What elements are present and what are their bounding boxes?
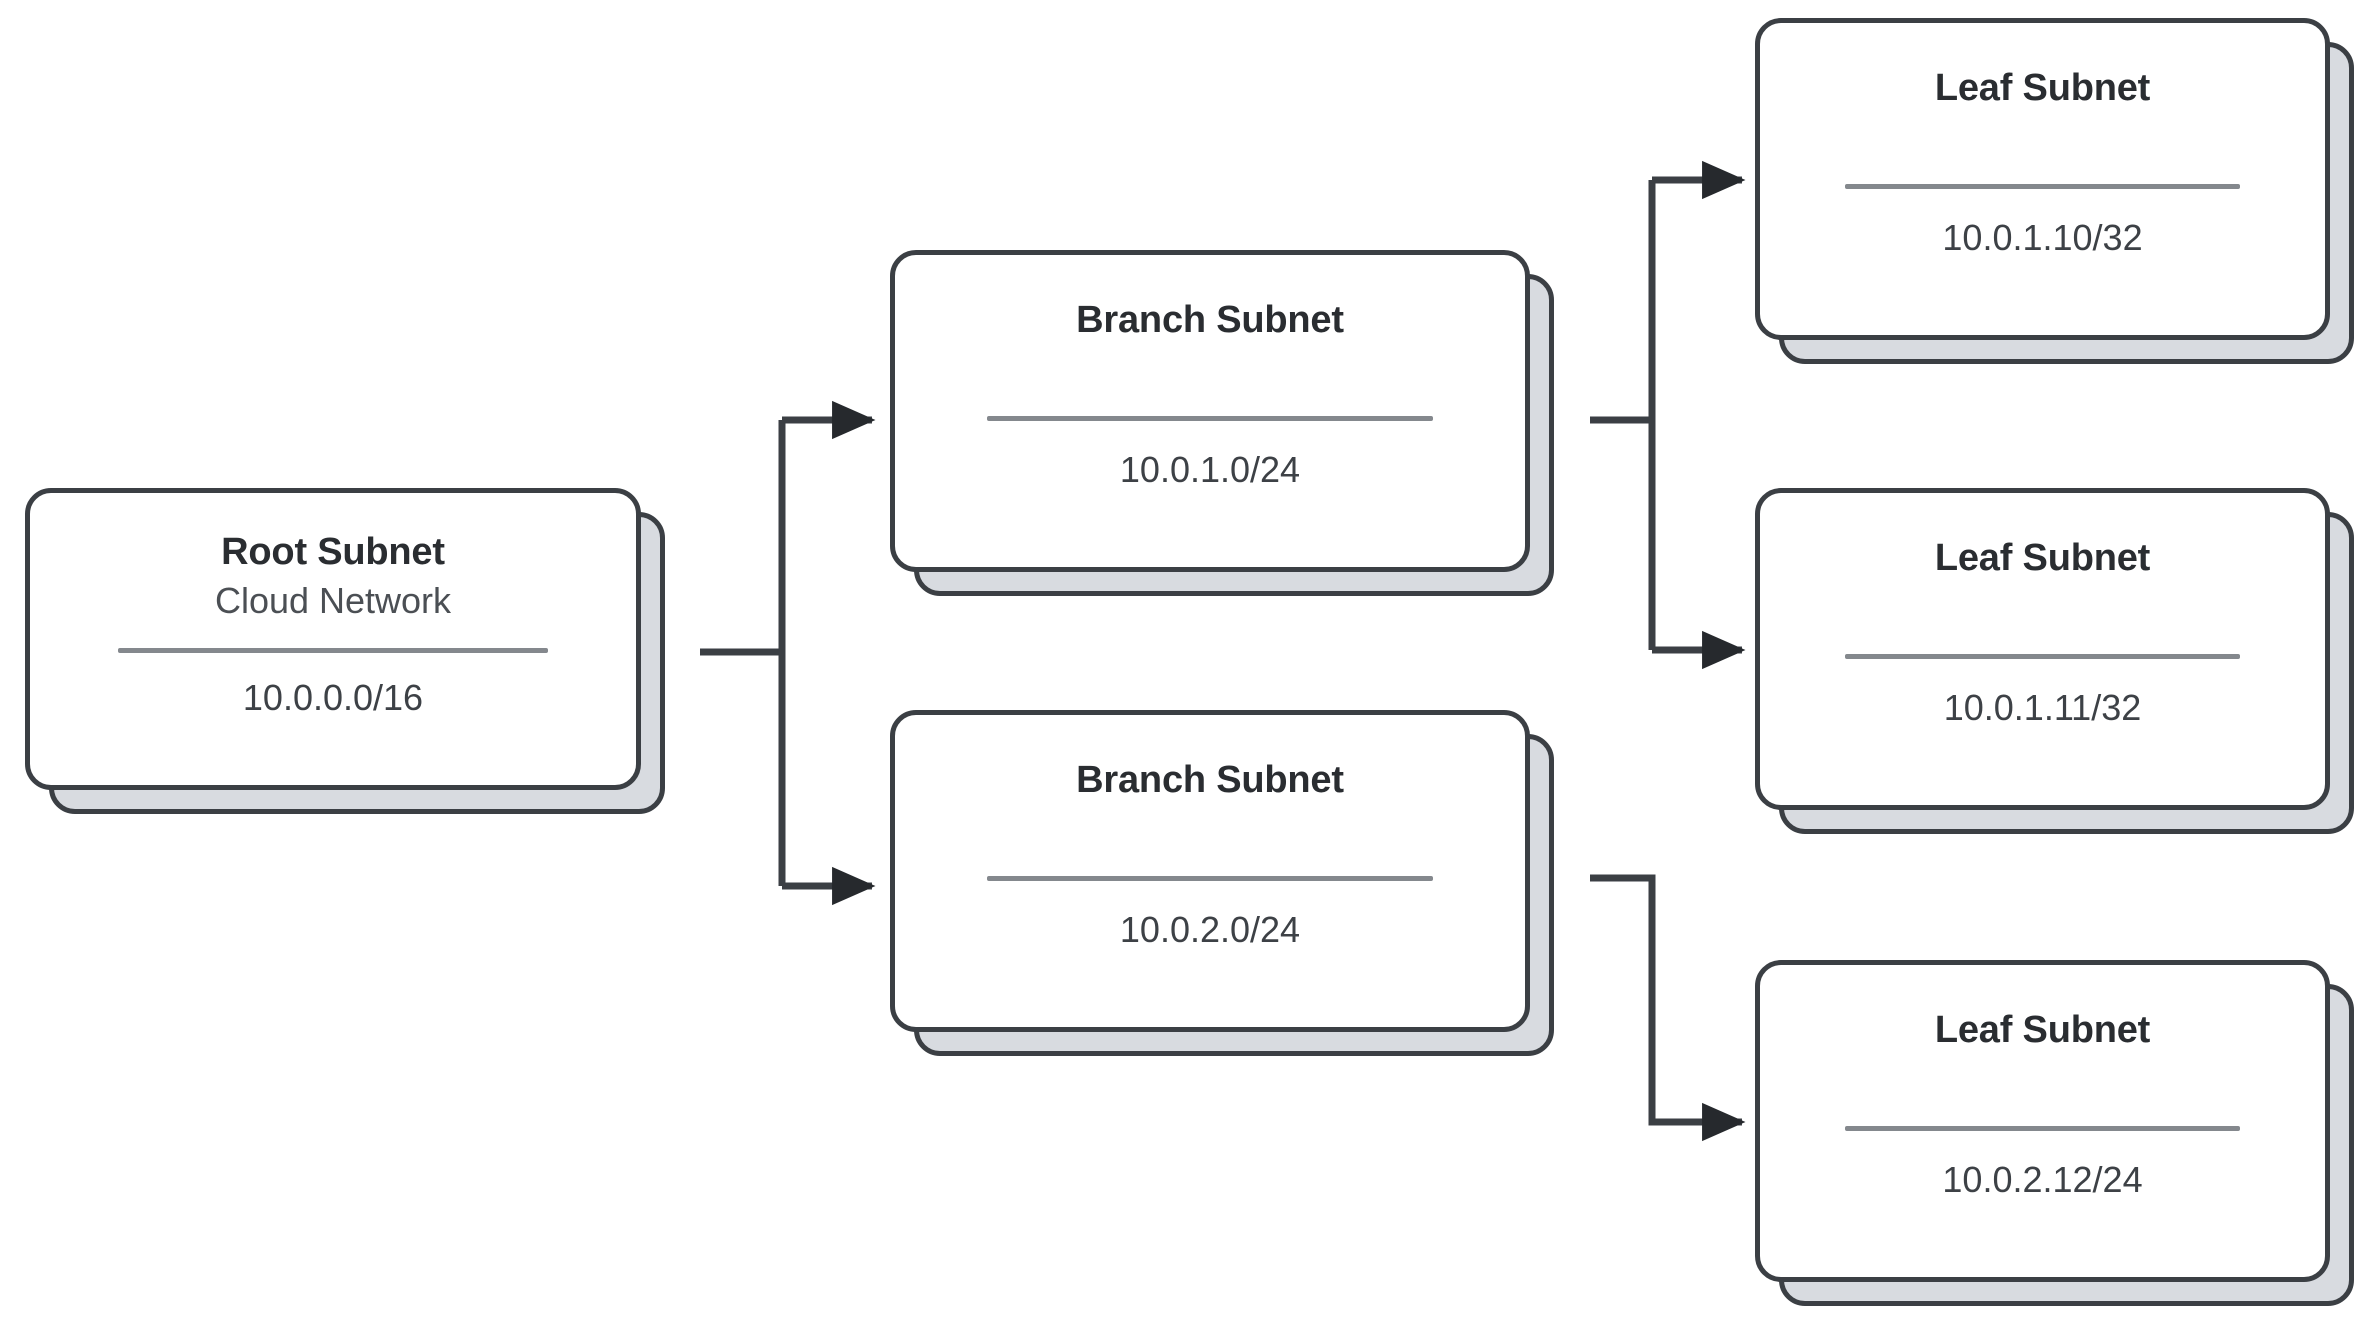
node-title: Root Subnet xyxy=(221,531,445,573)
node-subtitle: Cloud Network xyxy=(214,579,452,621)
node-root-subnet[interactable]: Root Subnet Cloud Network 10.0.0.0/16 xyxy=(25,488,665,814)
node-cidr: 10.0.1.0/24 xyxy=(1119,448,1301,490)
node-cidr: 10.0.1.11/32 xyxy=(1943,686,2142,728)
node-divider xyxy=(986,875,1434,881)
node-title: Branch Subnet xyxy=(1076,759,1344,801)
node-title: Leaf Subnet xyxy=(1934,537,2151,579)
node-leaf-subnet-2[interactable]: Leaf Subnet 10.0.1.11/32 xyxy=(1755,488,2354,834)
node-divider xyxy=(1845,653,2240,659)
node-cidr: 10.0.1.10/32 xyxy=(1942,216,2143,258)
node-leaf-subnet-1[interactable]: Leaf Subnet 10.0.1.10/32 xyxy=(1755,18,2354,364)
node-branch-subnet-2[interactable]: Branch Subnet 10.0.2.0/24 xyxy=(890,710,1554,1056)
node-title: Leaf Subnet xyxy=(1934,1009,2151,1051)
node-title: Branch Subnet xyxy=(1076,299,1344,341)
node-divider xyxy=(1845,183,2240,189)
card-face: Root Subnet Cloud Network 10.0.0.0/16 xyxy=(25,488,641,790)
node-cidr: 10.0.2.12/24 xyxy=(1942,1158,2143,1200)
node-divider xyxy=(1845,1125,2240,1131)
card-face: Leaf Subnet 10.0.2.12/24 xyxy=(1755,960,2330,1282)
card-face: Branch Subnet 10.0.1.0/24 xyxy=(890,250,1530,572)
card-face: Branch Subnet 10.0.2.0/24 xyxy=(890,710,1530,1032)
card-face: Leaf Subnet 10.0.1.10/32 xyxy=(1755,18,2330,340)
node-cidr: 10.0.0.0/16 xyxy=(242,677,424,719)
node-divider xyxy=(986,415,1434,421)
node-branch-subnet-1[interactable]: Branch Subnet 10.0.1.0/24 xyxy=(890,250,1554,596)
node-divider xyxy=(117,648,549,654)
edge-branch-2-to-leaf-3 xyxy=(1590,874,1746,1142)
node-title: Leaf Subnet xyxy=(1934,67,2151,109)
node-leaf-subnet-3[interactable]: Leaf Subnet 10.0.2.12/24 xyxy=(1755,960,2354,1306)
node-cidr: 10.0.2.0/24 xyxy=(1119,908,1301,950)
card-face: Leaf Subnet 10.0.1.11/32 xyxy=(1755,488,2330,810)
